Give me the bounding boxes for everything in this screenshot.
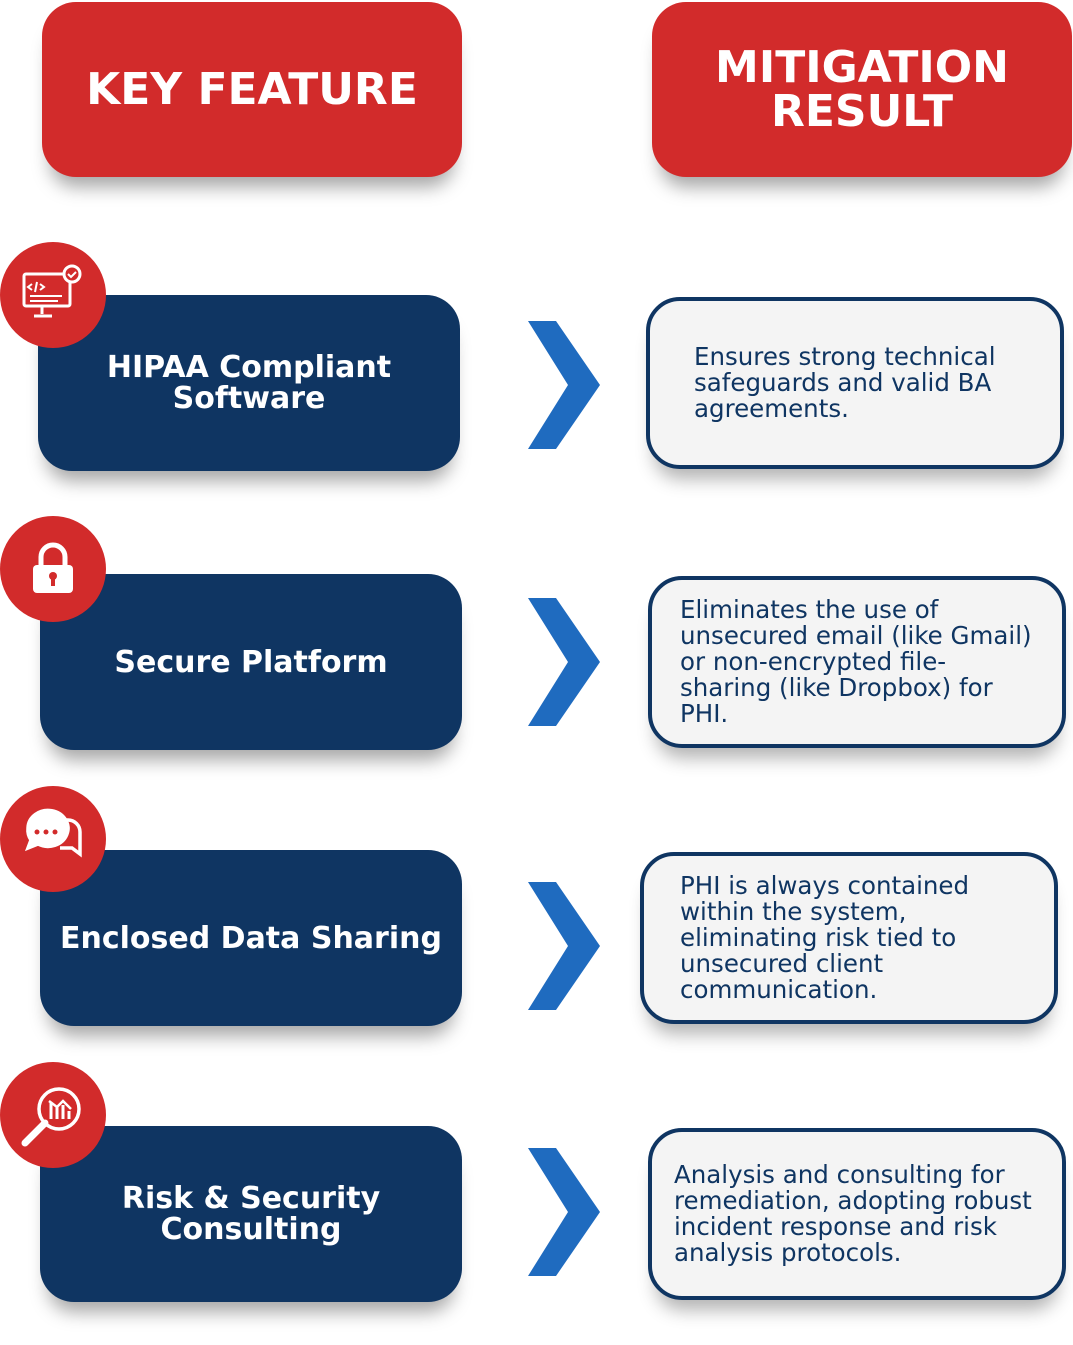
feature-box-secure-platform: Secure Platform xyxy=(40,574,462,750)
result-box-enclosed-data-sharing: PHI is always contained within the syste… xyxy=(640,852,1058,1024)
feature-label: HIPAA Compliant Software xyxy=(106,350,392,416)
mitigation-result-header-label: MITIGATION RESULT xyxy=(715,41,1009,137)
key-feature-header: KEY FEATURE xyxy=(42,2,462,177)
feature-box-risk-security-consulting: Risk & Security Consulting xyxy=(40,1126,462,1302)
chevron-right-icon xyxy=(528,321,600,449)
result-text: PHI is always contained within the syste… xyxy=(680,871,970,1004)
chevron-right-icon xyxy=(528,1148,600,1276)
key-feature-header-label: KEY FEATURE xyxy=(86,63,418,115)
result-box-hipaa: Ensures strong technical safeguards and … xyxy=(646,297,1064,469)
chat-bubbles-icon xyxy=(0,786,106,892)
feature-box-enclosed-data-sharing: Enclosed Data Sharing xyxy=(40,850,462,1026)
code-monitor-gear-icon xyxy=(0,242,106,348)
result-text: Eliminates the use of unsecured email (l… xyxy=(680,595,1032,728)
magnifier-chart-icon xyxy=(0,1062,106,1168)
result-box-secure-platform: Eliminates the use of unsecured email (l… xyxy=(648,576,1066,748)
feature-label: Risk & Security Consulting xyxy=(121,1181,381,1247)
chevron-right-icon xyxy=(528,882,600,1010)
padlock-icon xyxy=(0,516,106,622)
feature-label: Secure Platform xyxy=(114,644,388,680)
feature-box-hipaa: HIPAA Compliant Software xyxy=(38,295,460,471)
feature-label: Enclosed Data Sharing xyxy=(60,920,442,956)
result-text: Analysis and consulting for remediation,… xyxy=(674,1160,1032,1267)
mitigation-result-header: MITIGATION RESULT xyxy=(652,2,1072,177)
result-text: Ensures strong technical safeguards and … xyxy=(694,342,996,423)
chevron-right-icon xyxy=(528,598,600,726)
result-box-risk-security-consulting: Analysis and consulting for remediation,… xyxy=(648,1128,1066,1300)
